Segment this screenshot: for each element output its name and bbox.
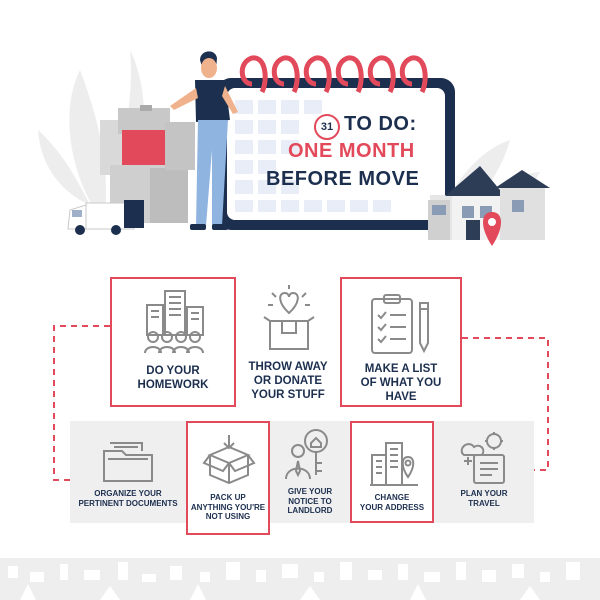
title-line-3: BEFORE MOVE: [266, 168, 420, 190]
donation-box-icon: [263, 285, 315, 350]
city-skyline-pattern: [0, 558, 600, 600]
location-building-icon: [370, 442, 418, 486]
house-graphic: [428, 166, 550, 246]
open-box-icon: [202, 435, 256, 485]
man-figure: [170, 51, 238, 230]
folder-icon: [103, 442, 153, 482]
checklist-icon: [371, 294, 429, 354]
van-graphic: [67, 200, 144, 235]
title-line-2: ONE MONTH: [288, 140, 415, 162]
landlord-key-icon: [285, 429, 328, 480]
city-crowd-icon: [144, 290, 204, 354]
title-line-1: TO DO:: [344, 113, 417, 135]
calendar-graphic: [217, 55, 455, 230]
moving-illustration: [38, 50, 550, 246]
calendar-day-badge: 31: [314, 114, 340, 140]
travel-plan-icon: [460, 432, 505, 484]
